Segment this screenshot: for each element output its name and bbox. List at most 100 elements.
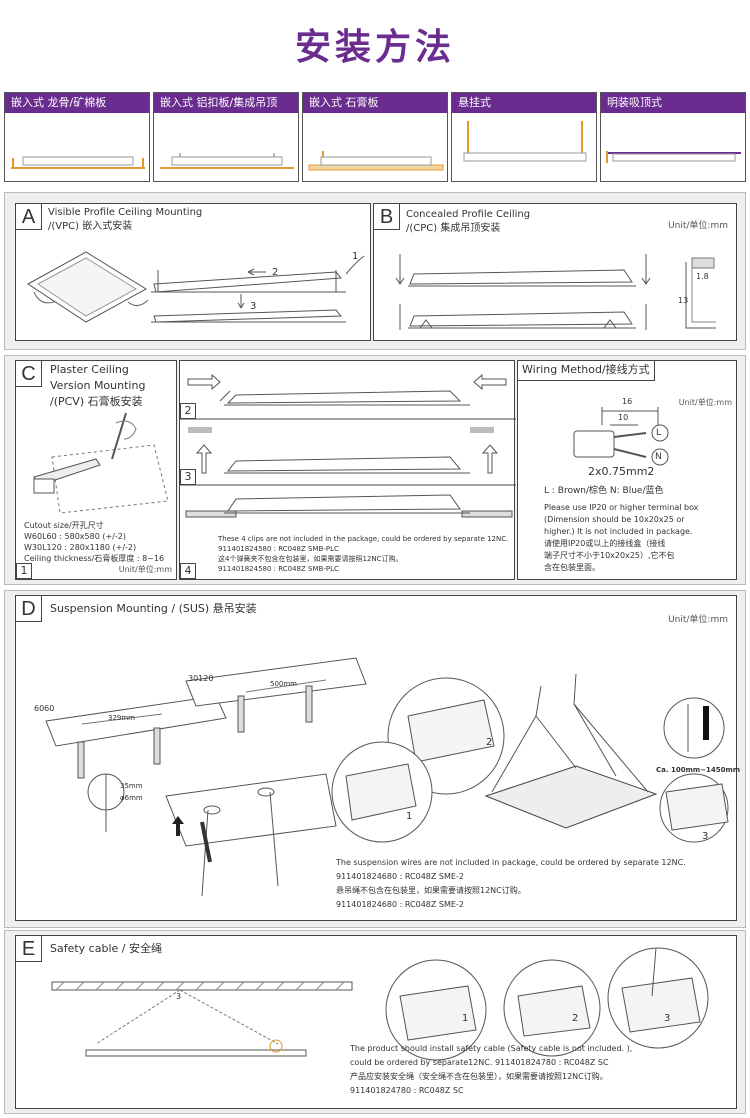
suspension-note-4: 911401824680 : RC048Z SME-2: [336, 900, 464, 909]
safety-cable-diagram: [51, 947, 709, 1061]
step-1-label: 1: [352, 251, 359, 262]
mounting-type-tabs: 嵌入式 龙骨/矿棉板 嵌入式 铝扣板/集成吊顶 嵌入式 石膏板 悬挂式: [4, 92, 746, 182]
step-badge-1: 1: [16, 563, 32, 579]
step-3-label: 3: [664, 1013, 671, 1024]
panel-c: C Plaster Ceiling Version Mounting /(PCV…: [4, 355, 746, 585]
tab-label: 嵌入式 铝扣板/集成吊顶: [154, 93, 298, 113]
dim-329mm: 329mm: [108, 714, 135, 722]
aluminum-ceiling-icon: [160, 153, 294, 169]
wire-gauge: 2x0.75mm2: [588, 465, 655, 478]
dim-6mm: φ6mm: [120, 794, 143, 802]
section-letter: E: [16, 936, 42, 962]
unit-label: Unit/单位:mm: [678, 398, 732, 407]
tab-surface-mounted[interactable]: 明装吸顶式: [600, 92, 746, 182]
wire-color-legend: L : Brown/棕色 N: Blue/蓝色: [544, 486, 664, 496]
plaster-ceiling-icon: [308, 151, 444, 171]
label-30120: 30120: [188, 674, 214, 683]
unit-label: Unit/单位:mm: [668, 221, 728, 231]
suspension-note-3: 悬吊绳不包含在包装里，如果需要请按照12NC订购。: [336, 886, 526, 895]
step-1-label: 1: [462, 1013, 469, 1024]
section-c-title-1: Plaster Ceiling: [50, 363, 129, 376]
dim-500mm: 500mm: [270, 680, 297, 688]
section-c-title-3: /(PCV) 石膏板安装: [50, 395, 143, 408]
safety-note-4: 911401824780 : RC048Z SC: [350, 1086, 464, 1095]
step-2-label: 2: [272, 267, 279, 278]
clip-note-4: 911401824580 : RC048Z SMB-PLC: [218, 565, 339, 573]
cable-step-3-label: 3: [176, 992, 182, 1001]
step-3-label: 3: [250, 301, 257, 312]
section-c-steps: 2 3 4 These 4 clips are not included in …: [179, 360, 516, 580]
safety-note-3: 产品应安装安全绳（安全绳不含在包装里），如果需要请按照12NC订购。: [350, 1072, 608, 1081]
ip-note-4: 请使用IP20或以上的接线盒（接线: [544, 539, 666, 548]
suspension-length-range: Ca. 100mm~1450mm: [656, 766, 741, 774]
cutout-6060: W60L60 : 580x580 (+/-2): [24, 532, 126, 541]
dim-1-8: 1.8: [696, 272, 709, 281]
tab-plaster-ceiling[interactable]: 嵌入式 石膏板: [302, 92, 448, 182]
vpc-diagram: [27, 251, 365, 323]
clip-note-3: 这4个弹簧夹不包含在包装里，如果需要请按照12NC订购。: [218, 555, 403, 563]
panel-e: E Safety cable / 安全绳: [4, 930, 746, 1114]
step-badge-2: 2: [180, 403, 196, 419]
section-b-title-2: /(CPC) 集成吊顶安装: [406, 223, 501, 234]
tab-grid-ceiling[interactable]: 嵌入式 龙骨/矿棉板: [4, 92, 150, 182]
ip-note-2: (Dimension should be 10x20x25 or: [544, 515, 685, 524]
section-e-safety-cable: E Safety cable / 安全绳: [15, 935, 737, 1109]
section-a-title-2: /(VPC) 嵌入式安装: [48, 221, 133, 232]
tab-label: 嵌入式 石膏板: [303, 93, 447, 113]
surface-mounted-icon: [606, 151, 741, 163]
plaster-steps-diagram: [180, 373, 516, 518]
step-2-label: 2: [486, 737, 493, 748]
step-2-label: 2: [572, 1013, 579, 1024]
suspension-diagram: [45, 657, 729, 897]
cutout-30120: W30L120 : 280x1180 (+/-2): [24, 543, 137, 552]
plaster-cut-diagram: [33, 412, 169, 514]
wire-l-label: L: [656, 428, 662, 438]
unit-label: Unit/单位:mm: [118, 565, 172, 574]
dim-10: 10: [618, 413, 629, 422]
wiring-diagram: [573, 407, 669, 466]
section-a-title-1: Visible Profile Ceiling Mounting: [48, 207, 203, 218]
unit-label: Unit/单位:mm: [668, 615, 728, 625]
clip-note-1: These 4 clips are not included in the pa…: [218, 535, 509, 543]
wire-n-label: N: [655, 452, 662, 462]
safety-note-1: The product should install safety cable …: [350, 1044, 633, 1053]
section-b-cpc: B Concealed Profile Ceiling /(CPC) 集成吊顶安…: [373, 203, 737, 341]
panel-d: D Suspension Mounting / (SUS) 悬吊安装 Unit/…: [4, 590, 746, 928]
tab-aluminum-ceiling[interactable]: 嵌入式 铝扣板/集成吊顶: [153, 92, 299, 182]
step-badge-4: 4: [180, 563, 196, 579]
grid-ceiling-icon: [11, 156, 145, 169]
ceiling-thickness: Ceiling thickness/石膏板厚度 : 8~16: [24, 554, 165, 563]
section-a-vpc: A Visible Profile Ceiling Mounting /(VPC…: [15, 203, 371, 341]
section-c-title-2: Version Mounting: [50, 379, 146, 392]
label-6060: 6060: [34, 704, 55, 713]
tab-label: 悬挂式: [452, 93, 596, 113]
dim-35mm: 35mm: [120, 782, 143, 790]
clip-note-2: 911401824580 : RC048Z SMB-PLC: [218, 545, 339, 553]
step-3-label: 3: [702, 831, 709, 842]
section-letter: B: [374, 204, 400, 230]
cutout-title: Cutout size/开孔尺寸: [24, 521, 104, 530]
section-wiring: Wiring Method/接线方式 Unit/单位:mm 16 10 L N …: [517, 360, 737, 580]
section-letter: A: [16, 204, 42, 230]
ip-note-3: higher.) It is not included in package.: [544, 527, 693, 536]
dim-13: 13: [678, 296, 689, 305]
tab-label: 明装吸顶式: [601, 93, 745, 113]
tab-label: 嵌入式 龙骨/矿棉板: [5, 93, 149, 113]
step-1-label: 1: [406, 811, 413, 822]
wiring-title: Wiring Method/接线方式: [518, 361, 655, 381]
suspended-icon: [463, 121, 587, 162]
ip-note-5: 端子尺寸不小于10x20x25）,它不包: [544, 551, 675, 560]
ip-note-1: Please use IP20 or higher terminal box: [544, 503, 699, 512]
step-badge-3: 3: [180, 469, 196, 485]
page-title: 安装方法: [294, 27, 455, 68]
section-e-title: Safety cable / 安全绳: [50, 942, 162, 955]
cpc-diagram: [395, 254, 716, 330]
section-d-title: Suspension Mounting / (SUS) 悬吊安装: [50, 602, 257, 615]
section-d-suspension: D Suspension Mounting / (SUS) 悬吊安装 Unit/…: [15, 595, 741, 921]
dim-16: 16: [622, 397, 633, 406]
tab-suspended[interactable]: 悬挂式: [451, 92, 597, 182]
suspension-note-1: The suspension wires are not included in…: [336, 858, 686, 867]
suspension-note-2: 911401824680 : RC048Z SME-2: [336, 872, 464, 881]
section-letter: C: [16, 361, 42, 387]
safety-note-2: could be ordered by separate12NC. 911401…: [350, 1058, 609, 1067]
